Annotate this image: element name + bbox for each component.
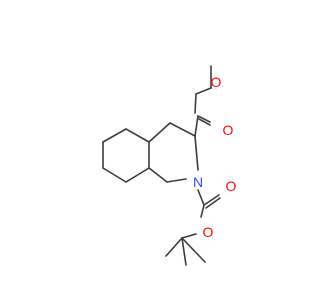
pyrrolidine-ring [148,122,199,183]
bond [148,122,171,143]
bond [198,118,211,126]
bond [181,233,197,239]
bond [197,115,211,123]
bond [194,135,199,171]
cyclohexane-ring [102,128,150,183]
atom-label-oxygen: O [211,74,222,90]
bond [194,115,199,137]
bond [181,237,206,263]
bond [181,237,187,266]
bond [200,204,205,218]
atom-label-oxygen: O [203,224,214,240]
bond [166,178,187,183]
ethyl-ester-group [194,65,212,137]
bond [203,194,220,206]
atom-label-oxygen: O [223,122,234,138]
bond [197,189,205,206]
bond [194,93,197,114]
bond [165,237,183,257]
bond [205,197,221,209]
bond [169,122,196,137]
bond [125,167,150,183]
atom-label-nitrogen: N [193,174,203,190]
bond [102,128,127,143]
bond [148,167,168,183]
bond [102,167,127,183]
bond [125,128,150,143]
atom-label-oxygen: O [226,178,237,194]
bond [195,87,212,95]
boc-group [165,189,221,266]
molecule-diagram: O O N O O [102,65,237,266]
